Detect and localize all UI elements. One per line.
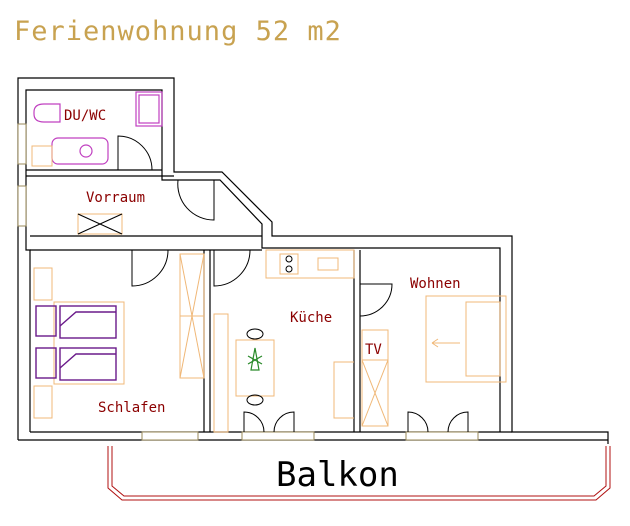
plan-title: Ferienwohnung 52 m2 bbox=[14, 16, 342, 47]
plant-icon bbox=[247, 347, 263, 371]
bath-cabinet bbox=[31, 145, 53, 167]
bedroom-furniture bbox=[33, 253, 205, 419]
blanket bbox=[59, 305, 117, 339]
balcony bbox=[107, 446, 611, 501]
exterior-walls bbox=[17, 77, 609, 444]
tv-cabinet bbox=[361, 329, 389, 427]
room-label-balcony: Balkon bbox=[276, 455, 399, 495]
pillow bbox=[35, 305, 57, 337]
bathroom-fixtures bbox=[31, 91, 163, 167]
room-label-bath: DU/WC bbox=[64, 108, 106, 124]
kitchen-seat bbox=[333, 361, 354, 419]
living-furniture bbox=[361, 295, 507, 427]
room-label-living: Wohnen bbox=[410, 276, 461, 292]
double-bed-frame bbox=[53, 301, 125, 385]
nightstand bbox=[33, 267, 53, 301]
room-label-tv: TV bbox=[365, 342, 382, 358]
hall-furniture bbox=[77, 213, 123, 235]
kitchen-furniture bbox=[213, 249, 355, 433]
room-label-kitchen: Küche bbox=[290, 310, 332, 326]
kitchen-cabinet bbox=[213, 313, 229, 433]
doors bbox=[117, 135, 469, 433]
sofa bbox=[425, 295, 507, 383]
toilet bbox=[33, 103, 61, 123]
room-label-hall: Vorraum bbox=[86, 190, 145, 206]
nightstand bbox=[33, 385, 53, 419]
kitchen-counter bbox=[265, 249, 355, 279]
pillow bbox=[35, 347, 57, 379]
shower-tray bbox=[135, 91, 163, 127]
dining-table bbox=[235, 339, 275, 397]
windows bbox=[17, 123, 479, 441]
blanket bbox=[59, 347, 117, 381]
room-label-bedroom: Schlafen bbox=[98, 400, 165, 416]
